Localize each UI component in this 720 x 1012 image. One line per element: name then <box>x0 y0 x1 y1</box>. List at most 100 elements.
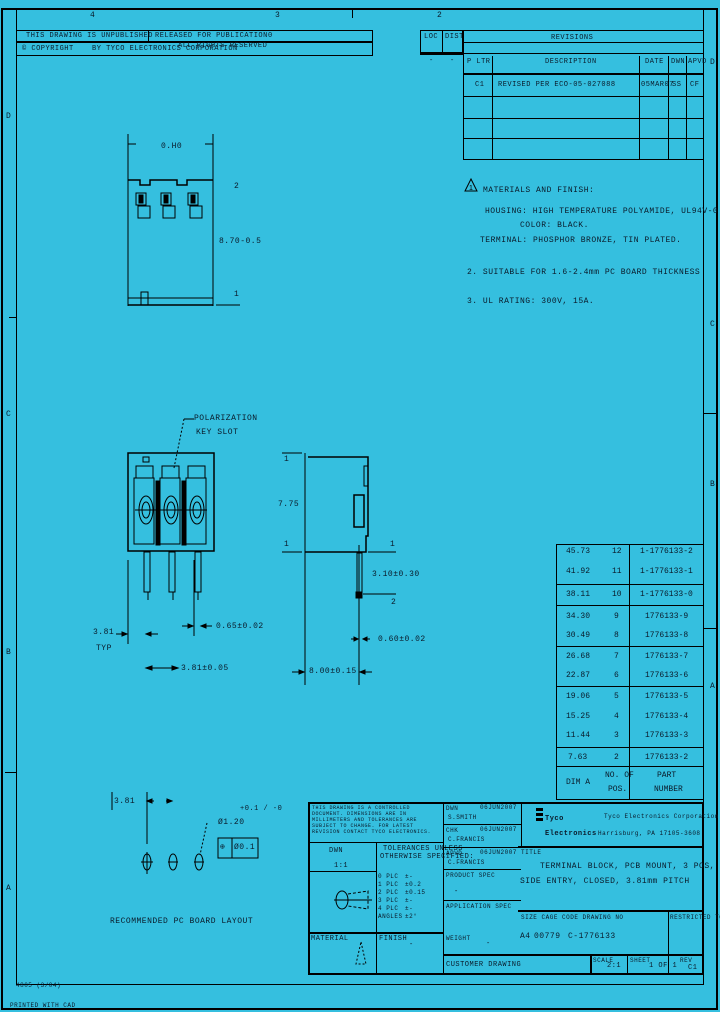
top-view-ref-top: 2 <box>234 182 240 191</box>
zone-label-top-4: 4 <box>90 11 96 20</box>
zone-label-left-b: B <box>6 648 12 657</box>
zone-label-right-b: B <box>710 480 716 489</box>
front-dim-span: 3.81±0.05 <box>181 664 229 673</box>
side-dim-height: 7.75 <box>278 500 300 509</box>
chk-name: C.FRANCIS <box>448 836 485 843</box>
rev-col-apvd: APVD <box>688 58 707 66</box>
product-spec-value: - <box>454 888 459 896</box>
title-disclaimer: THIS DRAWING IS A CONTROLLED DOCUMENT. D… <box>312 805 432 835</box>
position-tolerance-icon: ⊕ <box>220 843 226 852</box>
finish-value: - <box>409 941 414 949</box>
loc-label: LOC <box>424 33 439 41</box>
svg-text:1: 1 <box>469 185 473 192</box>
company-logo-line1: Tyco <box>545 815 564 823</box>
appr-name: C.FRANCIS <box>448 859 485 866</box>
appr-label: APVD <box>446 850 463 857</box>
release-value: 0 <box>268 32 273 40</box>
zone-label-left-c: C <box>6 410 12 419</box>
note-reference-triangle-icon <box>355 941 367 965</box>
print-note: PRINTED WITH CAD <box>10 1002 76 1009</box>
polarization-callout-2: KEY SLOT <box>196 428 239 437</box>
side-ref-top: 1 <box>284 455 290 464</box>
polarization-callout-1: POLARIZATION <box>194 414 258 423</box>
pcb-layout-drawing <box>111 792 259 874</box>
company-name: Tyco Electronics Corporation <box>604 813 719 820</box>
side-ref-bottom: 1 <box>284 540 290 549</box>
dist-value: - <box>450 57 455 65</box>
zone-divider <box>352 8 353 18</box>
tolerance-title-2: OTHERWISE SPECIFIED: <box>380 853 475 861</box>
size-cage-label: SIZE CAGE CODE DRAWING NO <box>521 914 624 921</box>
zone-tick <box>9 317 16 318</box>
side-view-drawing <box>282 452 396 685</box>
scale-label: SCALE <box>593 957 614 964</box>
zone-tick <box>704 628 716 629</box>
rev-col-date: DATE <box>645 58 664 66</box>
zone-label-right-a: A <box>710 682 716 691</box>
loc-value: - <box>429 57 434 65</box>
tyco-logo-icon <box>536 808 543 821</box>
side-ref-right: 1 <box>390 540 396 549</box>
application-spec-label: APPLICATION SPEC <box>446 903 512 910</box>
note-1-line2: COLOR: BLACK. <box>520 221 589 230</box>
rev-col-dwn: DWN <box>671 58 686 66</box>
chk-label: CHK <box>446 827 459 834</box>
weight-value: - <box>486 940 491 948</box>
part-table-header-pos-2: POS. <box>608 785 628 794</box>
rev-value: C1 <box>688 964 698 972</box>
zone-tick <box>704 413 716 414</box>
note-2: 2. SUITABLE FOR 1.6-2.4mm PC BOARD THICK… <box>467 268 701 277</box>
weight-label: WEIGHT <box>446 935 471 942</box>
rights-reserved: ALL RIGHTS RESERVED <box>178 42 268 50</box>
pcb-layout-caption: RECOMMENDED PC BOARD LAYOUT <box>110 917 254 926</box>
pcb-hole-tol: +0.1 / -0 <box>240 805 283 813</box>
drawing-title-line2: SIDE ENTRY, CLOSED, 3.81mm PITCH <box>520 877 690 886</box>
note-1-line3: TERMINAL: PHOSPHOR BRONZE, TIN PLATED. <box>480 236 682 245</box>
unpublished-note: THIS DRAWING IS UNPUBLISHED <box>26 32 153 40</box>
pcb-hole-dia: Ø1.20 <box>218 818 245 827</box>
appr-date: 06JUN2007 <box>480 849 517 856</box>
front-view-drawing <box>127 418 215 600</box>
revisions-title: REVISIONS <box>551 34 594 42</box>
company-address: Harrisburg, PA 17105-3608 <box>598 830 701 837</box>
side-dim-pin-length: 3.10±0.30 <box>372 570 420 579</box>
form-number: 4805 (3/04) <box>16 982 62 989</box>
copyright-label: © COPYRIGHT <box>22 45 74 53</box>
sheet-label: SHEET <box>630 957 651 964</box>
drawing-label: DWN <box>329 847 344 855</box>
sheet-value: 1 OF 1 <box>649 962 678 970</box>
warning-triangle-icon: 1 <box>464 177 478 192</box>
size-value: A4 <box>520 932 531 941</box>
zone-label-top-2: 2 <box>437 11 443 20</box>
front-dim-pin: 0.65±0.02 <box>216 622 264 631</box>
side-dim-depth: 8.00±0.15 <box>309 667 357 676</box>
rev-col-desc: DESCRIPTION <box>545 58 597 66</box>
part-table-header-dim: DIM A <box>566 778 591 787</box>
pcb-dim-pitch: 3.81 <box>114 797 136 806</box>
note-1-line1: HOUSING: HIGH TEMPERATURE POLYAMIDE, UL9… <box>485 207 719 216</box>
side-dim-pin-width: 0.60±0.02 <box>378 635 426 644</box>
part-table-header-part-2: NUMBER <box>654 785 683 794</box>
side-ref-pin: 2 <box>391 598 397 607</box>
copyright-company: BY TYCO ELECTRONICS CORPORATION <box>92 45 238 53</box>
release-note: RELEASED FOR PUBLICATION <box>155 32 268 40</box>
company-logo-line2: Electronics <box>545 830 597 838</box>
dwn-label: DWN <box>446 805 459 812</box>
part-table-header-pos-1: NO. OF <box>605 771 634 780</box>
dwn-date: 06JUN2007 <box>480 804 517 811</box>
dist-label: DIST <box>445 33 464 41</box>
title-label: TITLE <box>521 849 542 856</box>
top-view-dim-width: 0.H0 <box>161 142 183 151</box>
zone-label-left-a: A <box>6 884 12 893</box>
zone-label-left-d: D <box>6 112 12 121</box>
zone-label-right-c: C <box>710 320 716 329</box>
rev-col-ltr: P LTR <box>467 58 491 66</box>
front-dim-pitch-typ: TYP <box>96 644 112 653</box>
scale-value: 2:1 <box>607 962 622 970</box>
chk-date: 06JUN2007 <box>480 826 517 833</box>
note-1-title: MATERIALS AND FINISH: <box>483 186 595 195</box>
top-view-dim-height: 8.70-0.5 <box>219 237 262 246</box>
drawing-number: C-1776133 <box>568 932 616 941</box>
zone-label-right-d: D <box>710 58 716 67</box>
copyright-icon: © <box>22 45 27 53</box>
